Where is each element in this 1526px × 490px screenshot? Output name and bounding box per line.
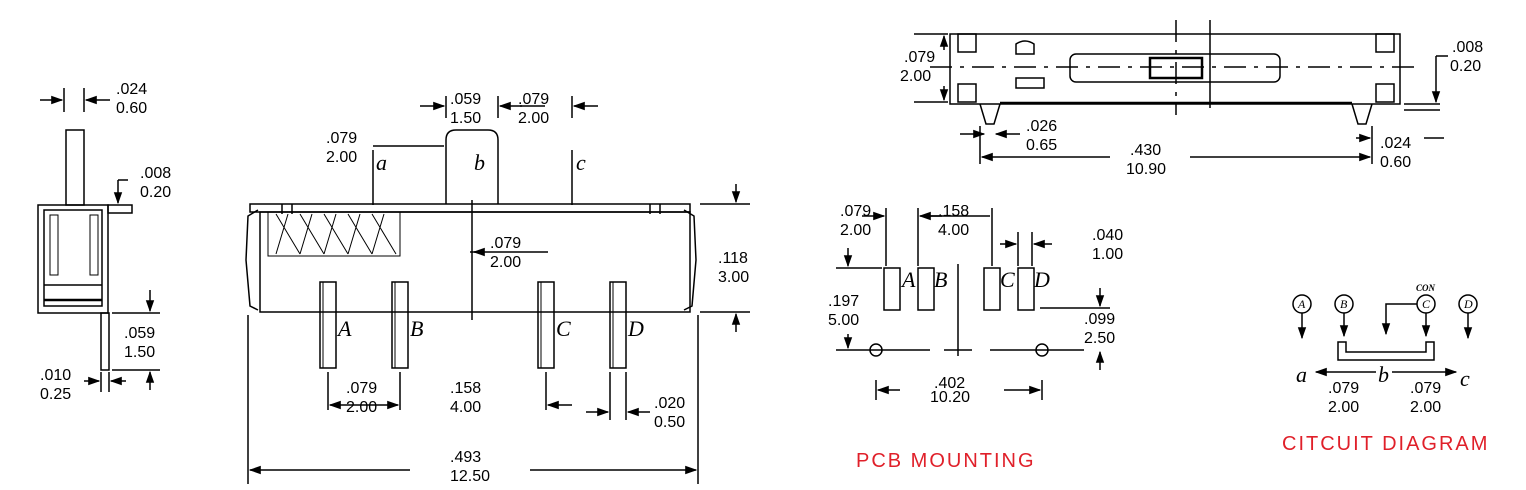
pcb-d-span-mm: 10.20 bbox=[930, 389, 970, 406]
top-d-left-in: .079 bbox=[904, 49, 935, 66]
side-d3-in: .059 bbox=[124, 325, 155, 342]
pcb-mounting-title: PCB MOUNTING bbox=[856, 450, 1036, 472]
pcb-d-hole-mm: 2.50 bbox=[1084, 330, 1115, 347]
position-label-c: c bbox=[576, 150, 586, 175]
side-d2-in: .008 bbox=[140, 165, 171, 182]
circuit-d1-in: .079 bbox=[1328, 380, 1359, 397]
side-d1-mm: 0.60 bbox=[116, 100, 147, 117]
circuit-d1-mm: 2.00 bbox=[1328, 399, 1359, 416]
front-d-span-in: .158 bbox=[450, 380, 481, 397]
circuit-d2-in: .079 bbox=[1410, 380, 1441, 397]
pcb-pin-label-c: C bbox=[1000, 267, 1015, 292]
pcb-d-c-mm: 1.00 bbox=[1092, 246, 1123, 263]
pin-label-d: D bbox=[627, 316, 644, 341]
circuit-d2-mm: 2.00 bbox=[1410, 399, 1441, 416]
circuit-pos-c: c bbox=[1460, 366, 1470, 391]
top-d-foot-in: .026 bbox=[1026, 118, 1057, 135]
side-d4-mm: 0.25 bbox=[40, 386, 71, 403]
top-d-left-mm: 2.00 bbox=[900, 68, 931, 85]
front-d-overall-mm: 12.50 bbox=[450, 468, 490, 485]
pcb-pin-label-b: B bbox=[934, 267, 947, 292]
front-d-span-mm: 4.00 bbox=[450, 399, 481, 416]
pin-label-c: C bbox=[556, 316, 571, 341]
pcb-pin-label-a: A bbox=[900, 267, 916, 292]
circuit-con-label: CON bbox=[1416, 283, 1436, 293]
front-view: .079 2.00 .059 1.50 .079 2.00 a b c .079… bbox=[245, 91, 750, 485]
front-d-mid-mm: 2.00 bbox=[490, 254, 521, 271]
front-d-top-right-in: .079 bbox=[518, 91, 549, 108]
top-d-right-mm: 0.20 bbox=[1450, 58, 1481, 75]
front-d-mid-in: .079 bbox=[490, 235, 521, 252]
front-d-height-mm: 3.00 bbox=[718, 269, 749, 286]
pcb-d-b-in: .158 bbox=[938, 203, 969, 220]
circuit-node-a: A bbox=[1297, 297, 1306, 311]
top-d-right-in: .008 bbox=[1452, 39, 1483, 56]
front-d-knob-in: .059 bbox=[450, 91, 481, 108]
position-label-a: a bbox=[376, 150, 387, 175]
front-d-height-in: .118 bbox=[718, 250, 748, 267]
circuit-node-b: B bbox=[1340, 297, 1348, 311]
front-d-pitch-mm: 2.00 bbox=[346, 399, 377, 416]
front-d-pinw-in: .020 bbox=[654, 395, 685, 412]
side-d1-in: .024 bbox=[116, 81, 147, 98]
top-view: .079 2.00 .008 0.20 .026 0.65 .430 10.90… bbox=[900, 20, 1483, 178]
top-d-foot-r-mm: 0.60 bbox=[1380, 154, 1411, 171]
front-d-top-right-mm: 2.00 bbox=[518, 110, 549, 127]
circuit-node-c: C bbox=[1422, 297, 1431, 311]
circuit-diagram-title: CITCUIT DIAGRAM bbox=[1282, 433, 1489, 455]
front-d-pitch-in: .079 bbox=[346, 380, 377, 397]
top-d-foot-r-in: .024 bbox=[1380, 135, 1411, 152]
side-d2-mm: 0.20 bbox=[140, 184, 171, 201]
pcb-mounting: .079 2.00 .158 4.00 .040 1.00 A B C D .1… bbox=[828, 203, 1123, 472]
circuit-pos-a: a bbox=[1296, 362, 1307, 387]
circuit-pos-b: b bbox=[1378, 362, 1389, 387]
top-d-length-in: .430 bbox=[1130, 142, 1161, 159]
pcb-pin-label-d: D bbox=[1033, 267, 1050, 292]
pcb-d-a-in: .079 bbox=[840, 203, 871, 220]
side-d3-mm: 1.50 bbox=[124, 344, 155, 361]
front-d-knob-mm: 1.50 bbox=[450, 110, 481, 127]
pin-label-b: B bbox=[410, 316, 423, 341]
pcb-d-c-in: .040 bbox=[1092, 227, 1123, 244]
side-view: .024 0.60 .008 0.20 .059 1.50 .010 0.25 bbox=[37, 81, 171, 403]
pcb-d-h-in: .197 bbox=[828, 293, 859, 310]
front-d-overall-in: .493 bbox=[450, 449, 481, 466]
top-d-length-mm: 10.90 bbox=[1126, 161, 1166, 178]
side-d4-in: .010 bbox=[40, 367, 71, 384]
front-d-pinw-mm: 0.50 bbox=[654, 414, 685, 431]
pcb-d-h-mm: 5.00 bbox=[828, 312, 859, 329]
position-label-b: b bbox=[474, 150, 485, 175]
pin-label-a: A bbox=[336, 316, 352, 341]
front-d-top-left-mm: 2.00 bbox=[326, 149, 357, 166]
pcb-d-span-in: .402 bbox=[934, 375, 965, 392]
pcb-d-b-mm: 4.00 bbox=[938, 222, 969, 239]
pcb-d-a-mm: 2.00 bbox=[840, 222, 871, 239]
pcb-d-hole-in: .099 bbox=[1084, 311, 1115, 328]
circuit-node-d: D bbox=[1463, 297, 1473, 311]
circuit-diagram: A B C D CON a b c .079 2.00 .079 2.00 CI… bbox=[1282, 283, 1489, 455]
top-d-foot-mm: 0.65 bbox=[1026, 137, 1057, 154]
front-d-top-left-in: .079 bbox=[326, 130, 357, 147]
